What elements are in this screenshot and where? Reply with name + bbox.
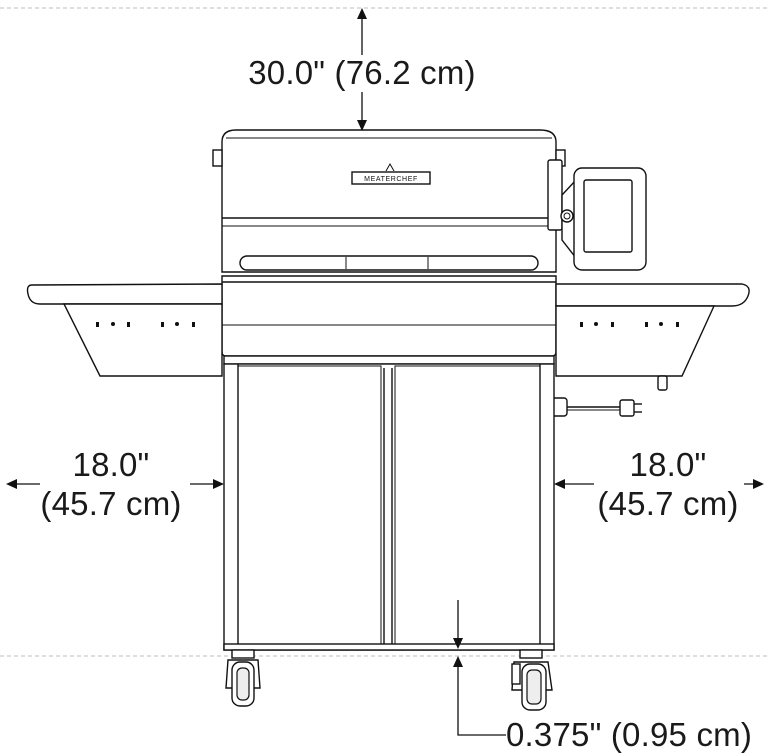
brand-plate-text: MEATERCHEF [364,176,418,183]
ground-clearance-dimension: 0.375" (0.95 cm) [453,600,752,753]
right-arrowhead-in [554,479,565,489]
right-side-shelf [555,283,750,391]
right-clearance-metric-label: (45.7 cm) [597,485,738,522]
brand-plate: MEATERCHEF [351,162,431,185]
controller-screen [583,179,633,253]
ground-clearance-label: 0.375" (0.95 cm) [506,716,752,753]
left-side-shelf [26,283,223,377]
left-arrowhead-in [213,479,224,489]
top-arrowhead-up [357,8,367,19]
power-cord [548,397,642,417]
left-clearance-dimension: 18.0" (45.7 cm) [6,446,224,522]
left-clearance-imperial-label: 18.0" [73,446,150,483]
right-clearance-imperial-label: 18.0" [630,446,707,483]
controller-unit [547,159,647,271]
top-arrowhead-down [357,120,367,131]
ground-clearance-leader [457,667,506,736]
left-arrowhead-out [6,479,17,489]
top-clearance-dimension: 30.0" (76.2 cm) [248,8,476,131]
right-caster [511,649,553,711]
ground-arrowhead-down [453,638,463,649]
right-clearance-dimension: 18.0" (45.7 cm) [554,446,764,522]
grill-body [221,275,557,365]
left-caster [225,649,261,707]
ground-arrowhead-up [453,656,463,667]
left-clearance-metric-label: (45.7 cm) [40,485,181,522]
grill-lid [212,129,566,273]
top-clearance-label: 30.0" (76.2 cm) [248,54,475,91]
grill-cart [223,363,555,651]
grill-drawing: MEATERCHEF [26,129,750,711]
right-arrowhead-out [753,479,764,489]
